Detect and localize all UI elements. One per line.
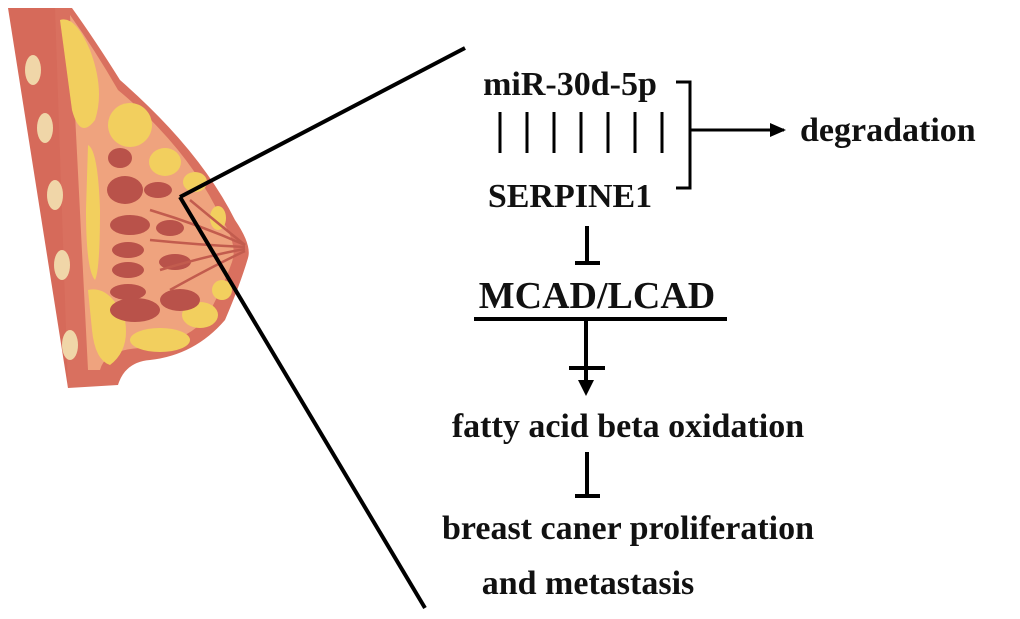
zoom-line-lower — [178, 195, 427, 610]
inhibition-fao-to-proliferation — [575, 452, 600, 498]
zoom-line-upper — [179, 46, 466, 199]
ribs — [25, 55, 78, 360]
base-pairing-lines — [498, 112, 664, 153]
breast-anatomy-illustration — [8, 8, 249, 388]
outcome-label-line1: breast caner proliferation — [442, 510, 814, 547]
activation-arrow-to-fao — [569, 319, 605, 396]
serpine1-label: SERPINE1 — [488, 178, 652, 215]
mcad-lcad-label: MCAD/LCAD — [479, 275, 715, 317]
outcome-label-line2: and metastasis — [482, 565, 695, 602]
mirna-label: miR-30d-5p — [483, 66, 657, 103]
fatty-acid-oxidation-label: fatty acid beta oxidation — [452, 408, 804, 445]
glandular-lobules — [107, 148, 200, 322]
complex-bracket — [676, 80, 692, 190]
inhibition-serpine1-to-mcad — [575, 226, 600, 265]
fat-lobules — [60, 19, 232, 365]
degradation-label: degradation — [800, 112, 976, 149]
